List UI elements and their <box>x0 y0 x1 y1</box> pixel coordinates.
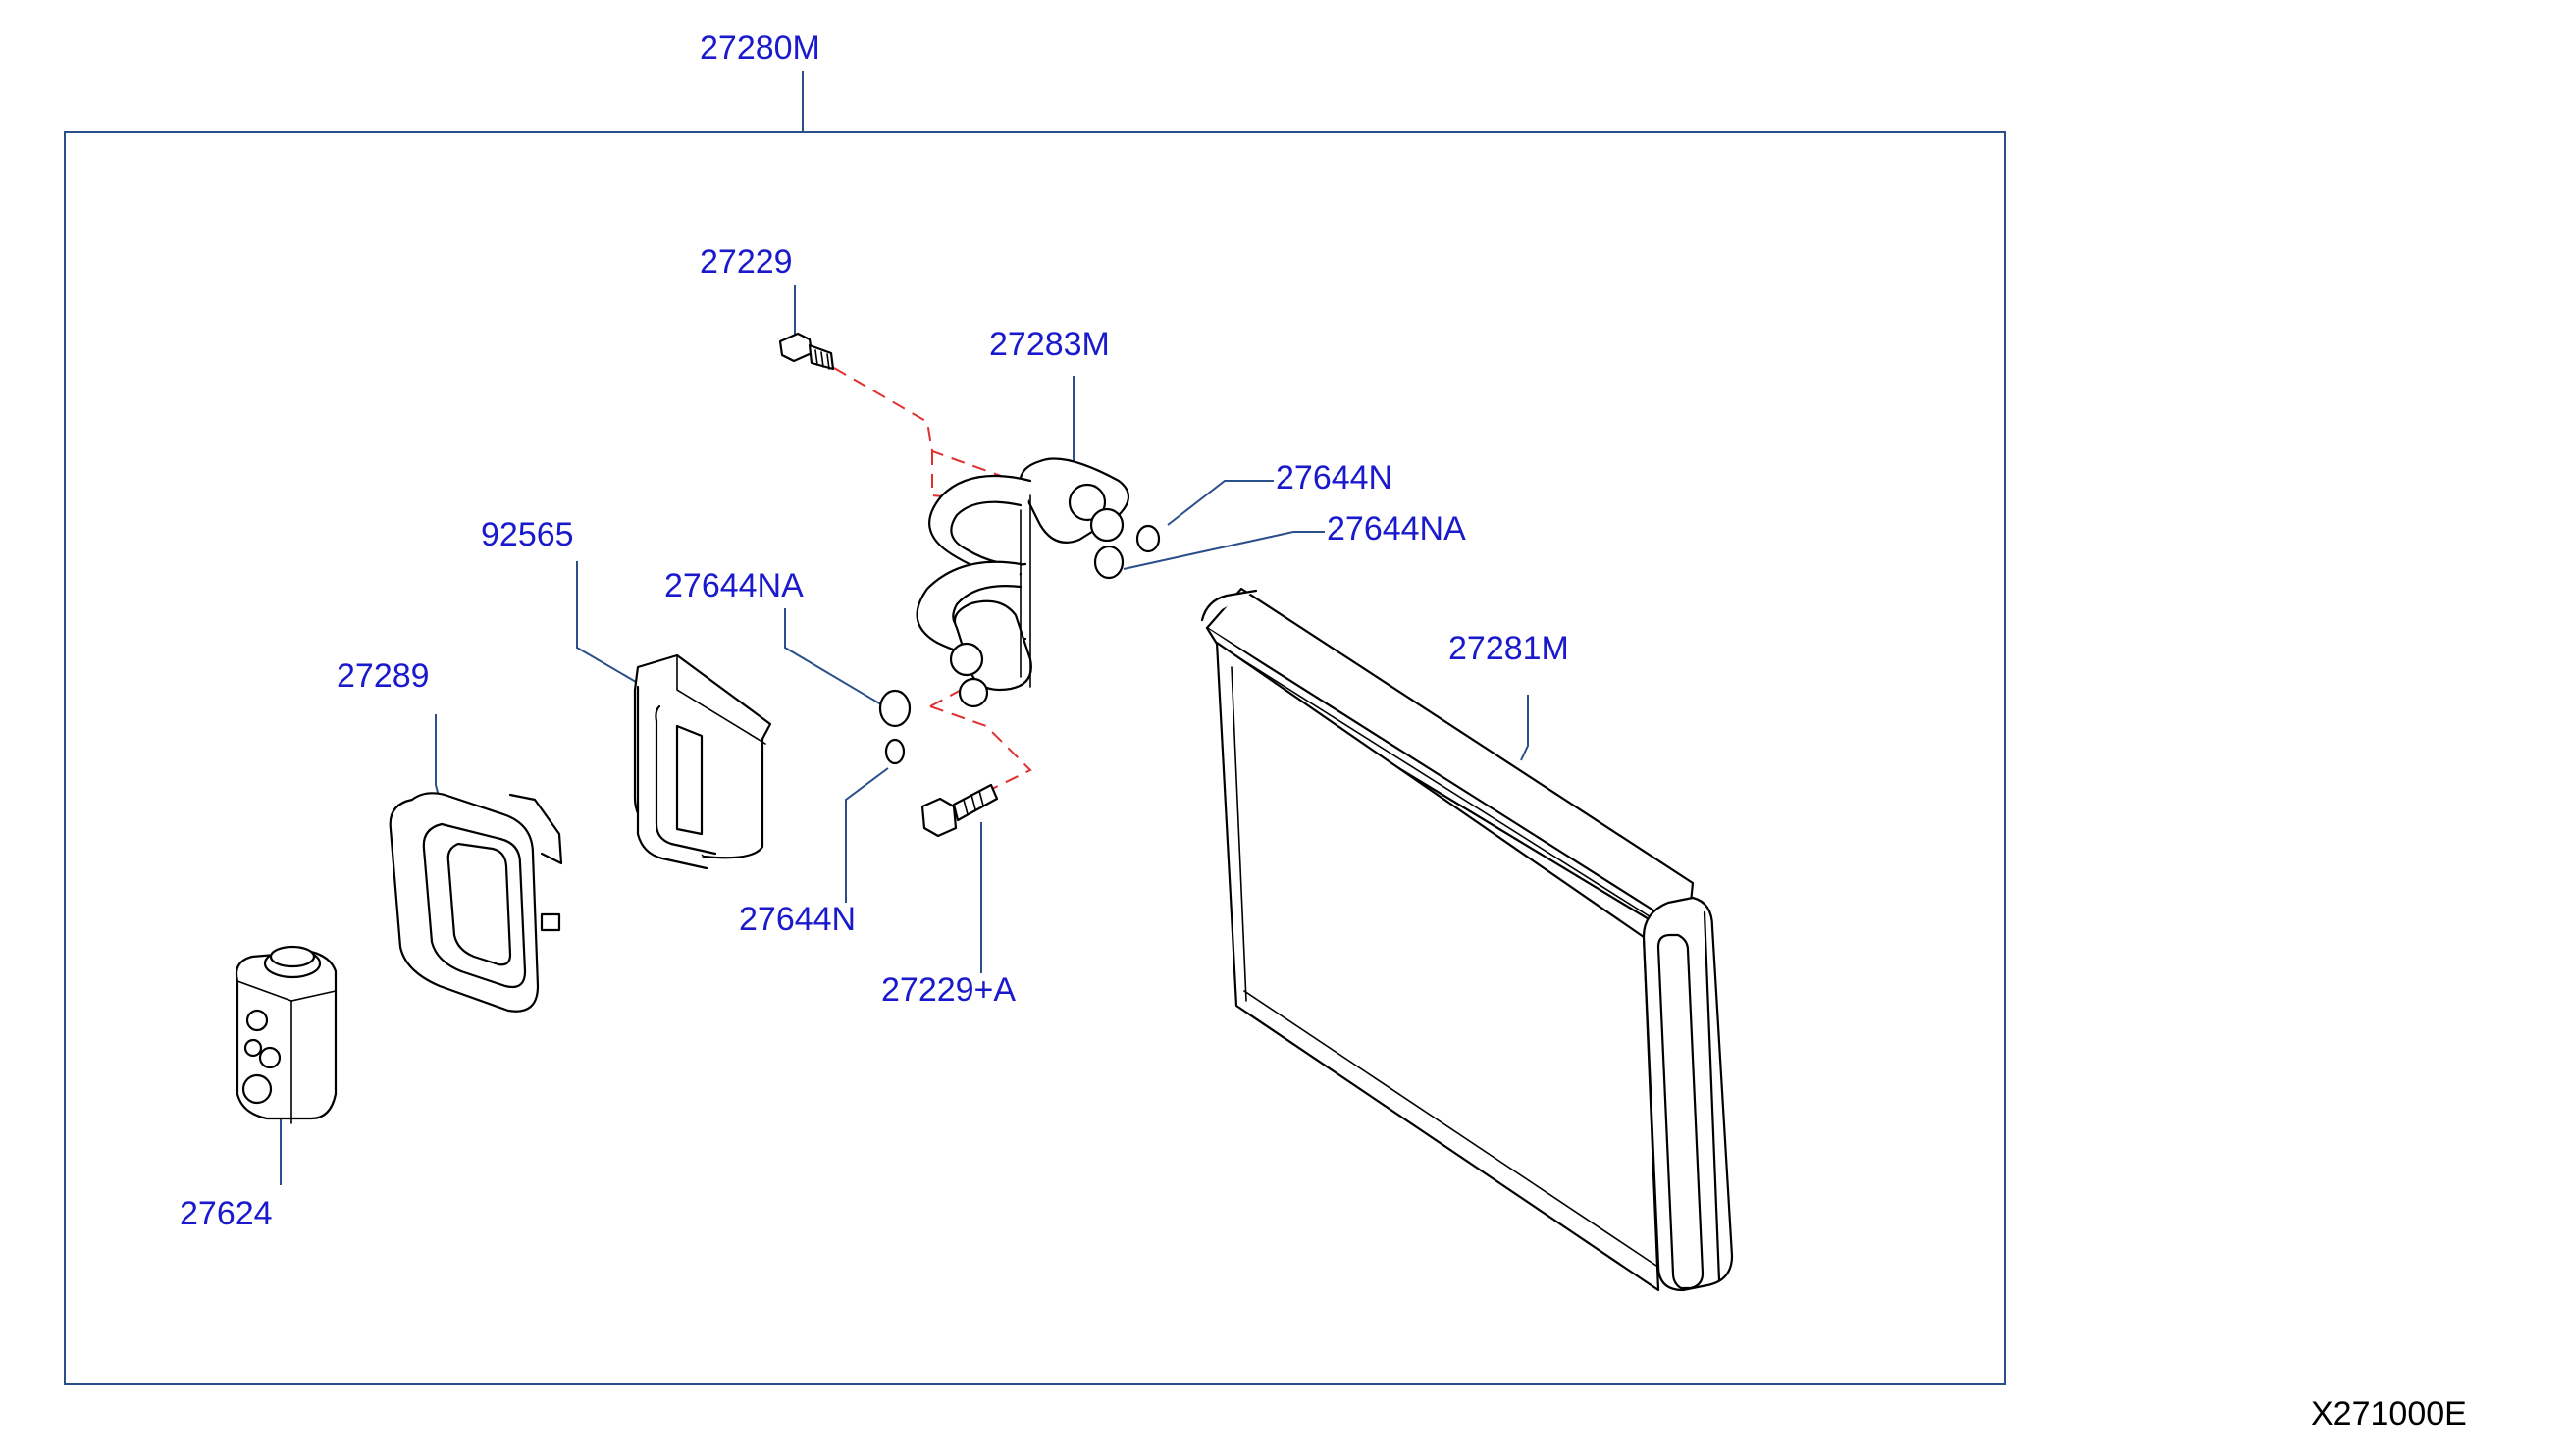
leader-27281m <box>1520 695 1529 761</box>
label-27644n-left[interactable]: 27644N <box>739 901 856 938</box>
bolt-27229 <box>778 332 835 371</box>
label-27644n-top[interactable]: 27644N <box>1276 459 1392 496</box>
oring-27644na-top <box>1093 545 1125 580</box>
bolt-27229a <box>920 783 999 838</box>
label-27289[interactable]: 27289 <box>337 657 430 695</box>
label-92565[interactable]: 92565 <box>481 516 574 553</box>
valve-27624 <box>235 945 338 1124</box>
seal-92565 <box>633 653 772 870</box>
leader-92565 <box>576 561 637 683</box>
leader-27644na-left <box>784 608 882 705</box>
oring-27644na-left <box>878 689 912 728</box>
label-27283m[interactable]: 27283M <box>989 326 1110 363</box>
label-27624[interactable]: 27624 <box>180 1195 273 1232</box>
leader-27644na-top <box>1123 531 1325 570</box>
oring-27644n-left <box>884 738 906 765</box>
label-27229a[interactable]: 27229+A <box>881 971 1016 1009</box>
label-27644na-top[interactable]: 27644NA <box>1327 510 1466 547</box>
leader-27283m <box>1059 376 1075 472</box>
leader-27644n-left <box>845 767 889 903</box>
label-27229[interactable]: 27229 <box>700 243 793 281</box>
assembly-frame <box>64 131 2006 1385</box>
seal-27289 <box>389 792 563 1013</box>
dash-lower <box>929 705 1032 801</box>
part-labels: 27280M 27229 27283M 27644N 27644NA 92565… <box>180 29 1569 1232</box>
label-27644na-left[interactable]: 27644NA <box>664 567 804 604</box>
evaporator-core-27281m <box>1200 587 1734 1292</box>
leader-27289 <box>435 714 441 801</box>
diagram-code: X271000E <box>2311 1395 2467 1432</box>
pipe-27283m <box>916 457 1130 708</box>
oring-27644n-top <box>1135 524 1161 553</box>
label-27281m[interactable]: 27281M <box>1448 630 1569 667</box>
leader-27644n-top <box>1167 480 1274 526</box>
label-27280m[interactable]: 27280M <box>700 29 820 67</box>
